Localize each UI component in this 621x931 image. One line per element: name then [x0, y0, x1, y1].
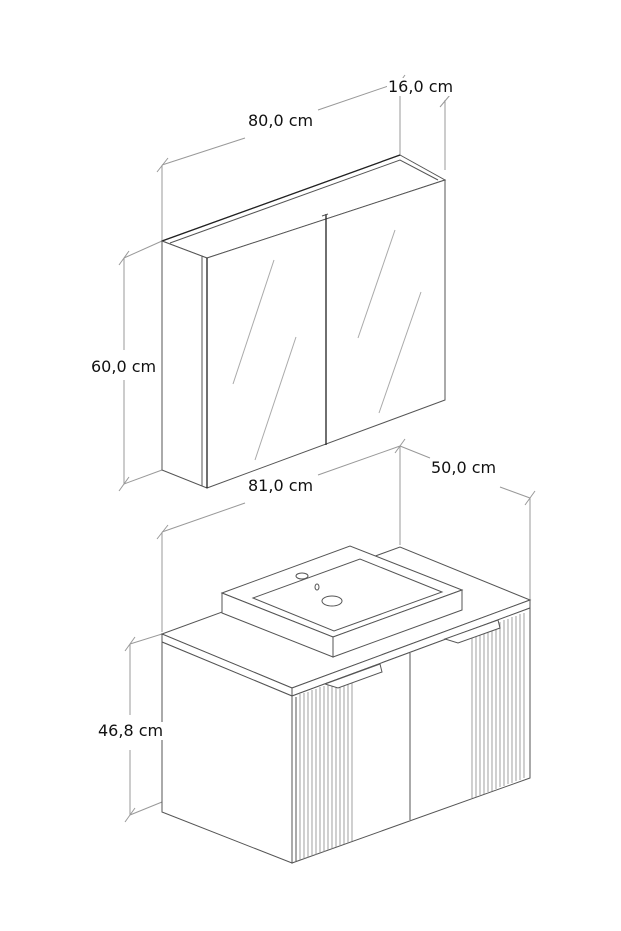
mirror-depth-label: 16,0 cm: [387, 77, 455, 96]
mirror-width-label: 80,0 cm: [247, 111, 315, 130]
dimension-vanity-depth: [399, 445, 536, 600]
basin: [220, 545, 464, 658]
mirror-reflection-lines: [232, 229, 422, 461]
fluted-panel-right: [471, 613, 525, 798]
overflow-hole: [314, 583, 320, 591]
dimension-vanity-height: [124, 633, 163, 823]
handle-right: [443, 619, 501, 644]
vanity-width-label: 81,0 cm: [247, 476, 315, 495]
dimension-vanity-width: [156, 438, 406, 632]
mirror-cabinet: [118, 74, 451, 492]
dimension-mirror-height: [118, 240, 163, 492]
mirror-height-label: 60,0 cm: [90, 357, 158, 376]
vanity-height-label: 46,8 cm: [97, 721, 165, 740]
tap-hole: [295, 572, 309, 580]
fluted-panel-left: [299, 676, 353, 860]
drain-hole: [321, 595, 343, 607]
vanity-unit: [124, 438, 536, 864]
vanity-depth-label: 50,0 cm: [430, 458, 498, 477]
handle-left: [323, 663, 383, 689]
